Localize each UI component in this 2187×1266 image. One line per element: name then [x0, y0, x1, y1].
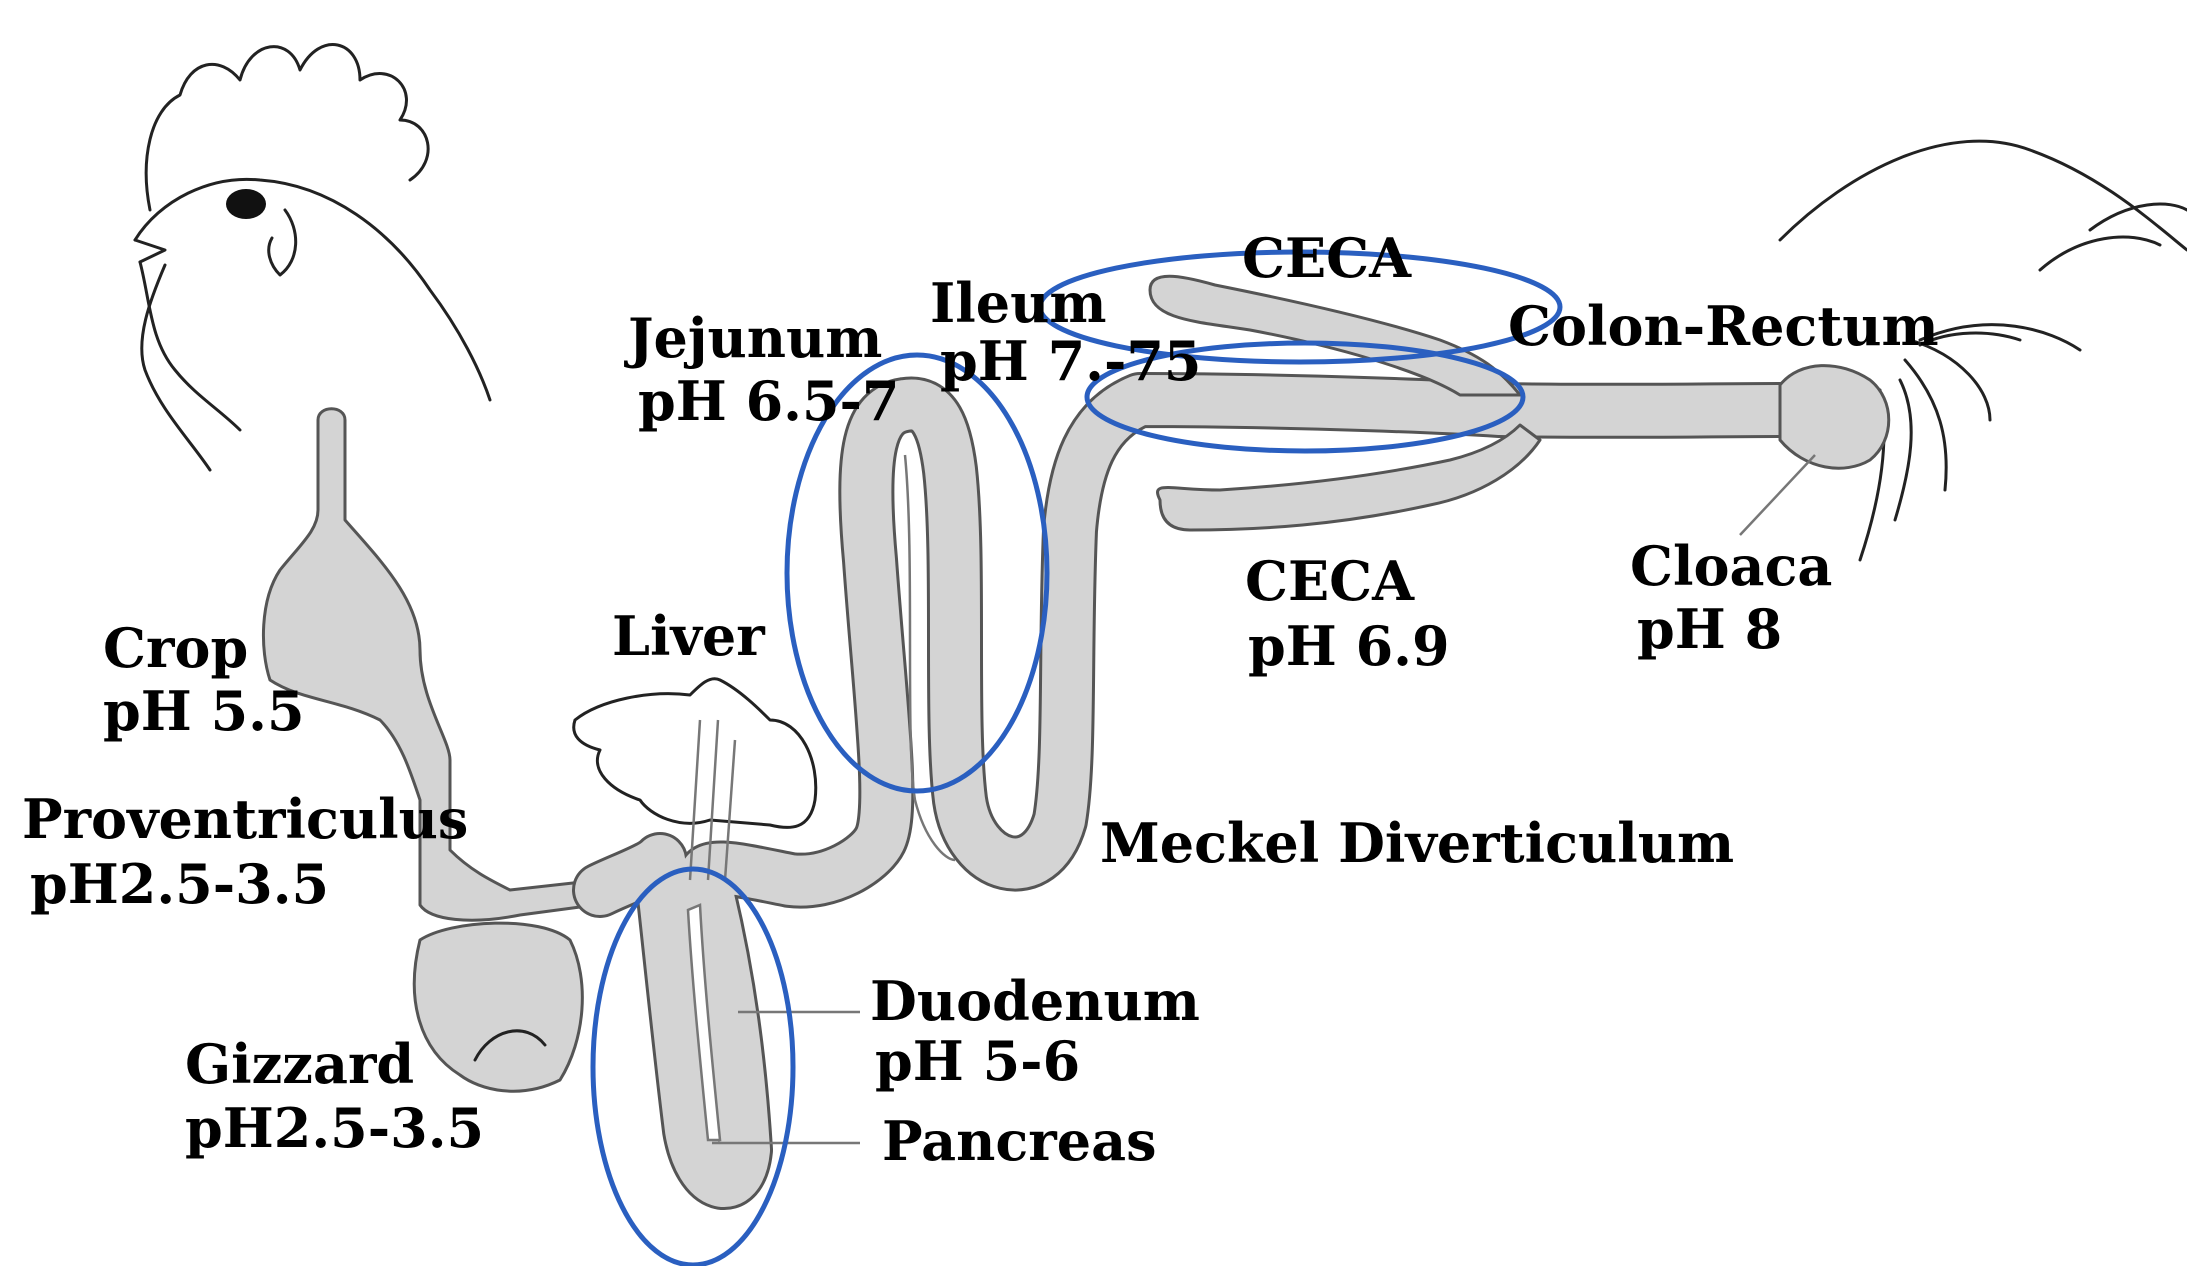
ileum-ph-label: pH 7.-75	[940, 329, 1202, 393]
cloaca-label: Cloaca	[1630, 534, 1832, 598]
rooster-head-outline	[135, 45, 490, 470]
duodenum-label: Duodenum	[870, 969, 1200, 1033]
proventriculus-label: Proventriculus	[22, 787, 468, 851]
ceca-top-label: CECA	[1242, 226, 1412, 290]
ceca-bottom-ph-label: pH 6.9	[1248, 614, 1450, 678]
cloaca-ph-label: pH 8	[1637, 597, 1782, 661]
gizzard-shape	[414, 923, 582, 1091]
proventriculus-ph-label: pH2.5-3.5	[30, 852, 329, 916]
eye-icon	[226, 189, 266, 219]
liver-label: Liver	[612, 604, 765, 668]
pancreas-label: Pancreas	[882, 1109, 1156, 1173]
ileum-label: Ileum	[930, 271, 1107, 335]
ceca-bottom-label: CECA	[1245, 549, 1415, 613]
jejunum-label: Jejunum	[624, 306, 882, 370]
colon-rectum-label: Colon-Rectum	[1508, 294, 1939, 358]
crop-label: Crop	[103, 616, 248, 680]
cloaca-leader-line	[1740, 455, 1815, 535]
cloaca-shape	[1780, 366, 1889, 469]
jejunum-ph-label: pH 6.5-7	[638, 369, 900, 433]
meckel-diverticulum-label: Meckel Diverticulum	[1100, 811, 1734, 875]
crop-ph-label: pH 5.5	[103, 679, 305, 743]
duodenum-ph-label: pH 5-6	[875, 1029, 1080, 1093]
ceca-bottom-shape	[1158, 425, 1541, 530]
gizzard-ph-label: pH2.5-3.5	[185, 1096, 484, 1160]
gizzard-label: Gizzard	[185, 1032, 414, 1096]
